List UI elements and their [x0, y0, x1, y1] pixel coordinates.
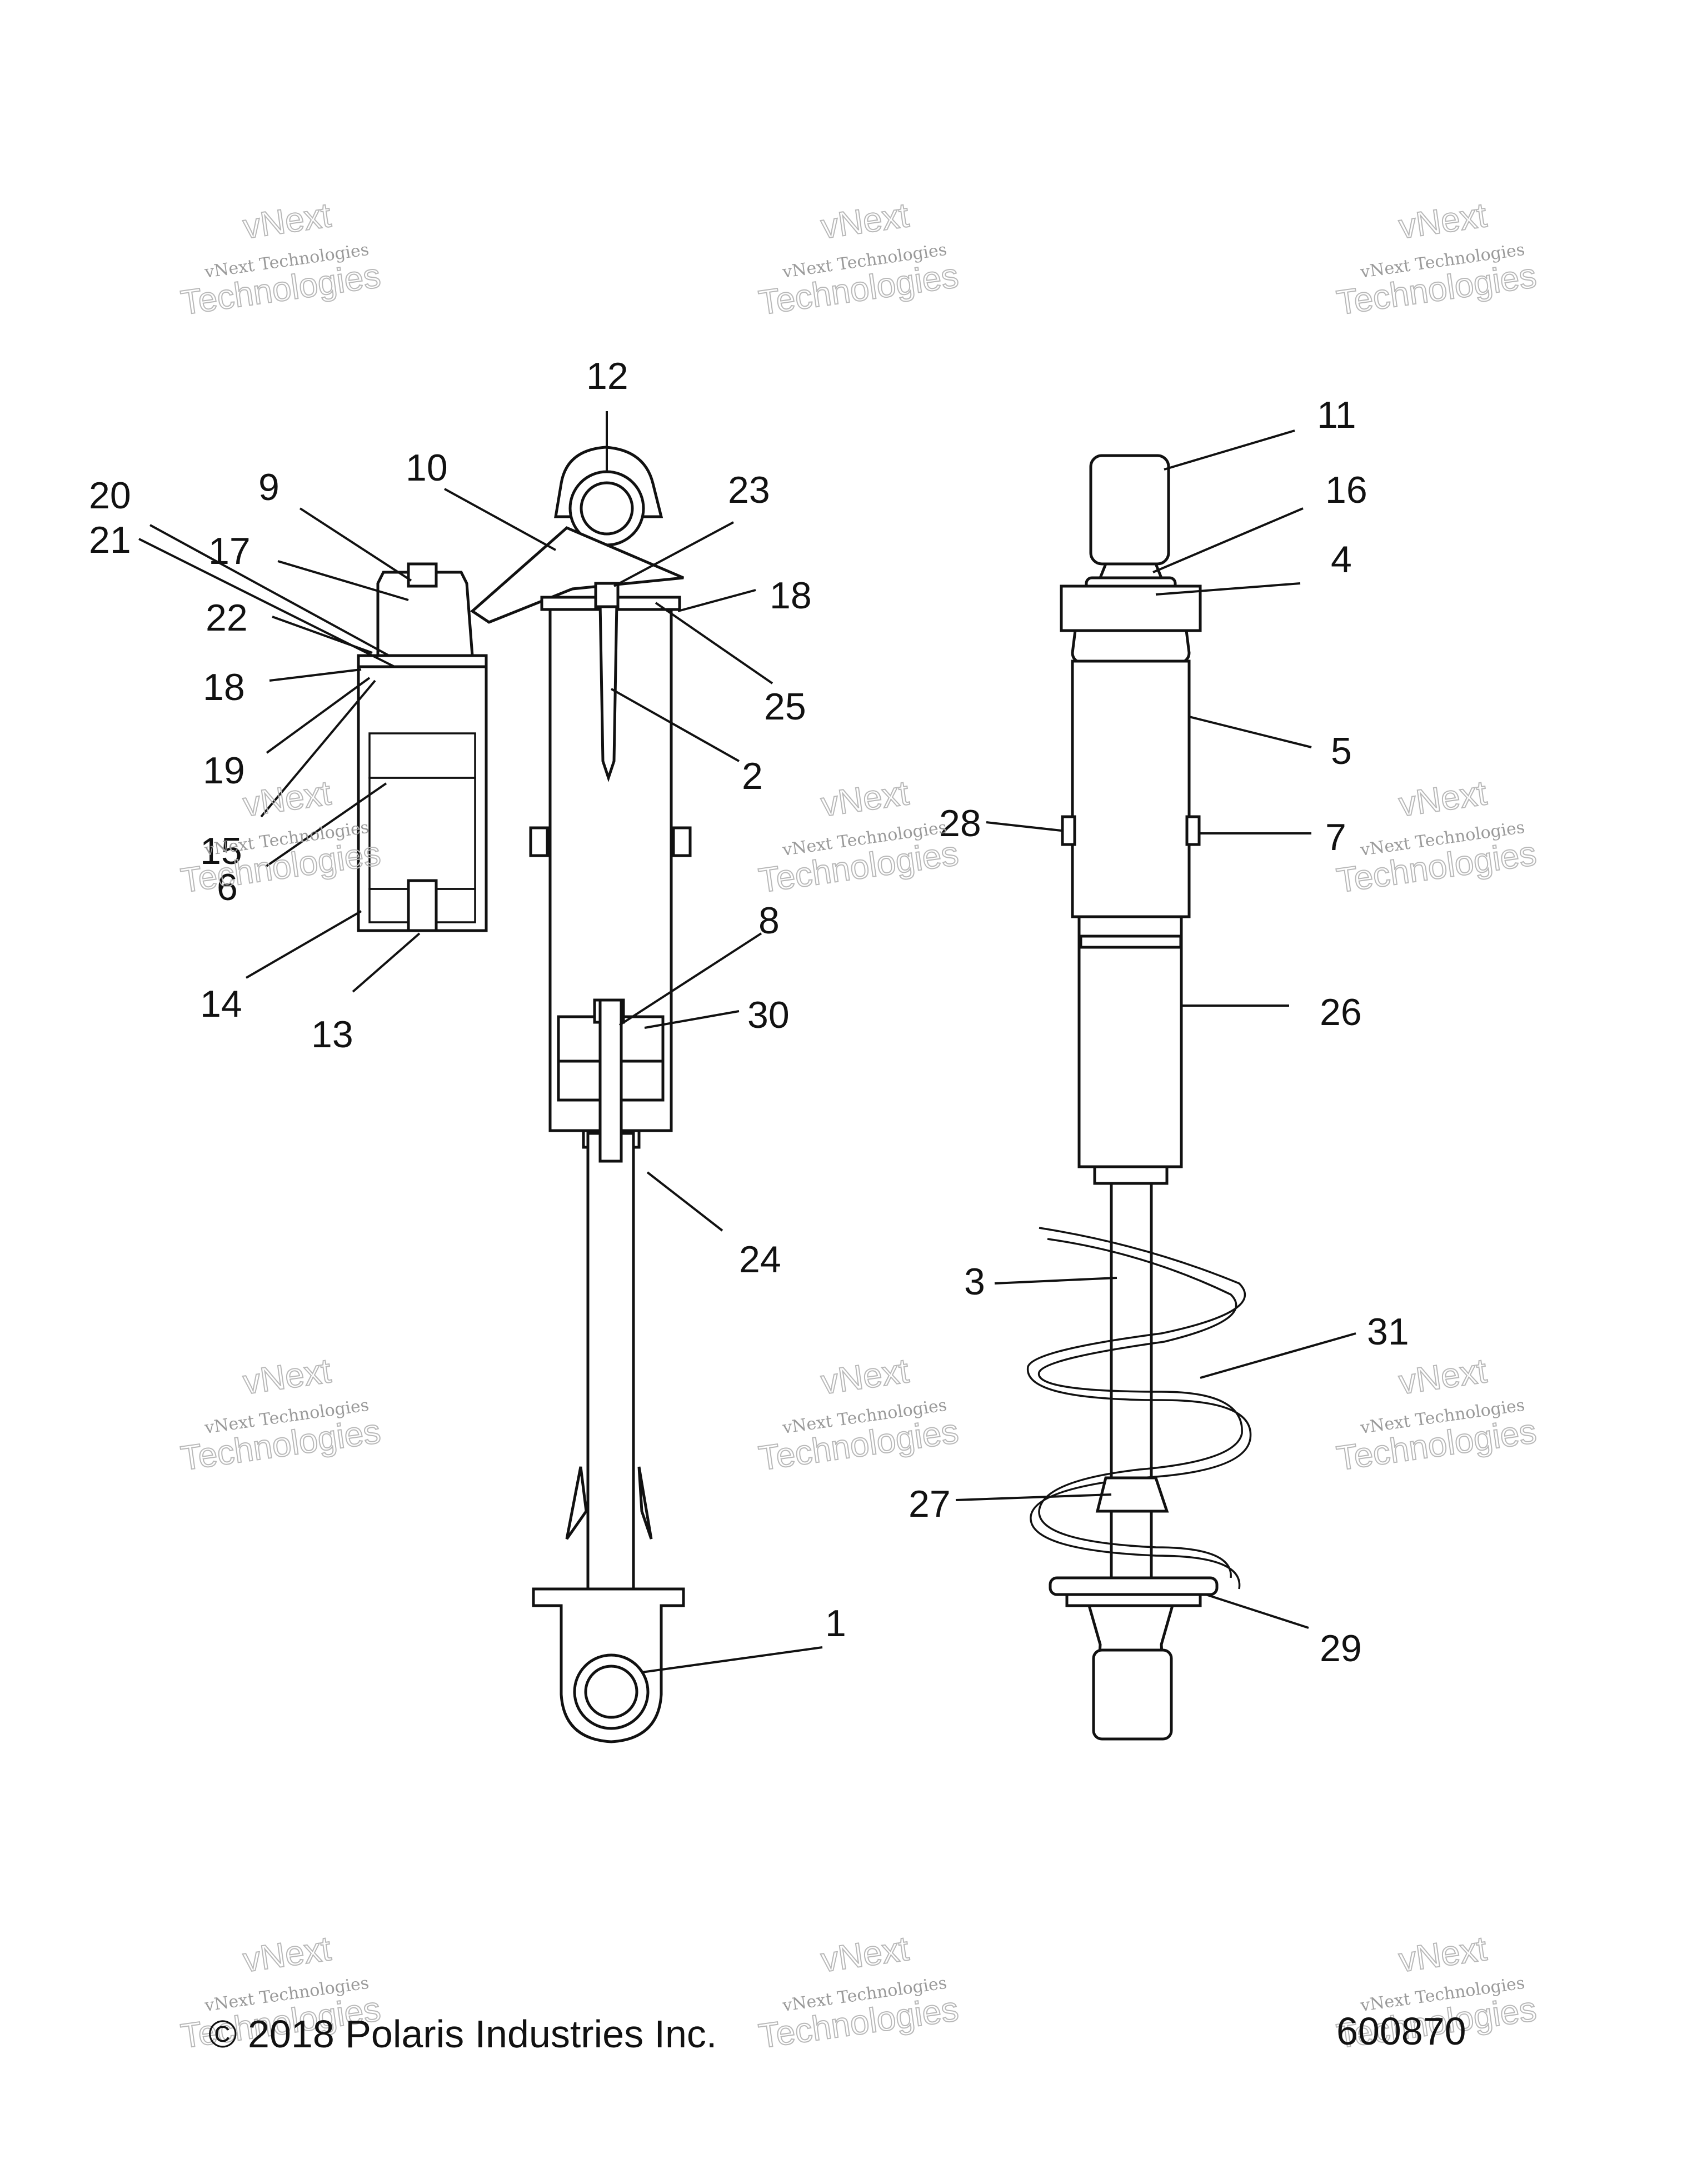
leader-lines: [138, 411, 1356, 1673]
watermark: vNext vNext Technologies Technologies: [756, 1929, 961, 2056]
svg-text:vNext: vNext: [241, 1930, 333, 1980]
cutaway-shock-drawing: [357, 446, 692, 1743]
callout-20: 20: [89, 474, 131, 517]
callout-30: 30: [747, 994, 790, 1036]
callout-7: 7: [1325, 816, 1346, 858]
callout-16: 16: [1325, 469, 1367, 511]
watermark: vNext vNext Technologies Technologies: [1334, 196, 1539, 323]
watermark: vNext vNext Technologies Technologies: [756, 1351, 961, 1478]
callout-17: 17: [208, 530, 251, 572]
watermark: vNext vNext Technologies Technologies: [1334, 1351, 1539, 1478]
callout-22: 22: [206, 597, 248, 639]
watermark: vNext vNext Technologies Technologies: [756, 196, 961, 323]
svg-text:vNext: vNext: [1396, 1352, 1489, 1402]
callout-4: 4: [1331, 538, 1352, 581]
copyright-notice: © 2018 Polaris Industries Inc.: [208, 2012, 717, 2056]
callout-24: 24: [739, 1238, 781, 1281]
watermark: vNext vNext Technologies Technologies: [178, 1351, 383, 1478]
watermark: vNext vNext Technologies Technologies: [756, 773, 961, 901]
callout-9: 9: [258, 466, 279, 508]
callout-5: 5: [1331, 730, 1352, 772]
svg-text:vNext: vNext: [1396, 196, 1489, 246]
watermark: vNext vNext Technologies Technologies: [178, 196, 383, 323]
callout-8: 8: [758, 899, 780, 942]
callout-15: 15: [200, 830, 242, 872]
callout-31: 31: [1367, 1311, 1409, 1353]
callout-21: 21: [89, 519, 131, 561]
watermark: vNext vNext Technologies Technologies: [1334, 773, 1539, 901]
figure-number: 600870: [1336, 2010, 1466, 2053]
svg-text:vNext: vNext: [818, 774, 911, 824]
external-shock-drawing: [1026, 454, 1252, 1741]
callout-29: 29: [1320, 1627, 1362, 1670]
callout-numbers: 1 2 3 4 5 6 7 8 9 10 11 12 13 14 15 16 1…: [89, 355, 1409, 1670]
callout-11: 11: [1317, 394, 1356, 436]
callout-13: 13: [311, 1013, 353, 1056]
callout-10: 10: [406, 447, 448, 489]
callout-18: 18: [203, 666, 245, 708]
svg-text:vNext: vNext: [818, 1352, 911, 1402]
callout-23: 23: [728, 469, 770, 511]
callout-26: 26: [1320, 991, 1362, 1033]
callout-14: 14: [200, 983, 242, 1025]
callout-2: 2: [742, 755, 763, 797]
callout-25: 25: [764, 686, 806, 728]
callout-3: 3: [964, 1261, 985, 1303]
svg-text:vNext: vNext: [1396, 774, 1489, 824]
svg-text:vNext: vNext: [818, 196, 911, 246]
callout-12: 12: [586, 355, 628, 397]
callout-28: 28: [939, 802, 981, 844]
svg-text:vNext: vNext: [1396, 1930, 1489, 1980]
svg-text:vNext: vNext: [241, 1352, 333, 1402]
callout-1: 1: [825, 1602, 846, 1645]
callout-19: 19: [203, 749, 245, 792]
svg-text:vNext: vNext: [818, 1930, 911, 1980]
callout-18b: 18: [770, 574, 812, 617]
callout-27: 27: [909, 1483, 951, 1525]
svg-text:vNext: vNext: [241, 774, 333, 824]
svg-text:vNext: vNext: [241, 196, 333, 246]
callout-6: 6: [217, 866, 238, 908]
